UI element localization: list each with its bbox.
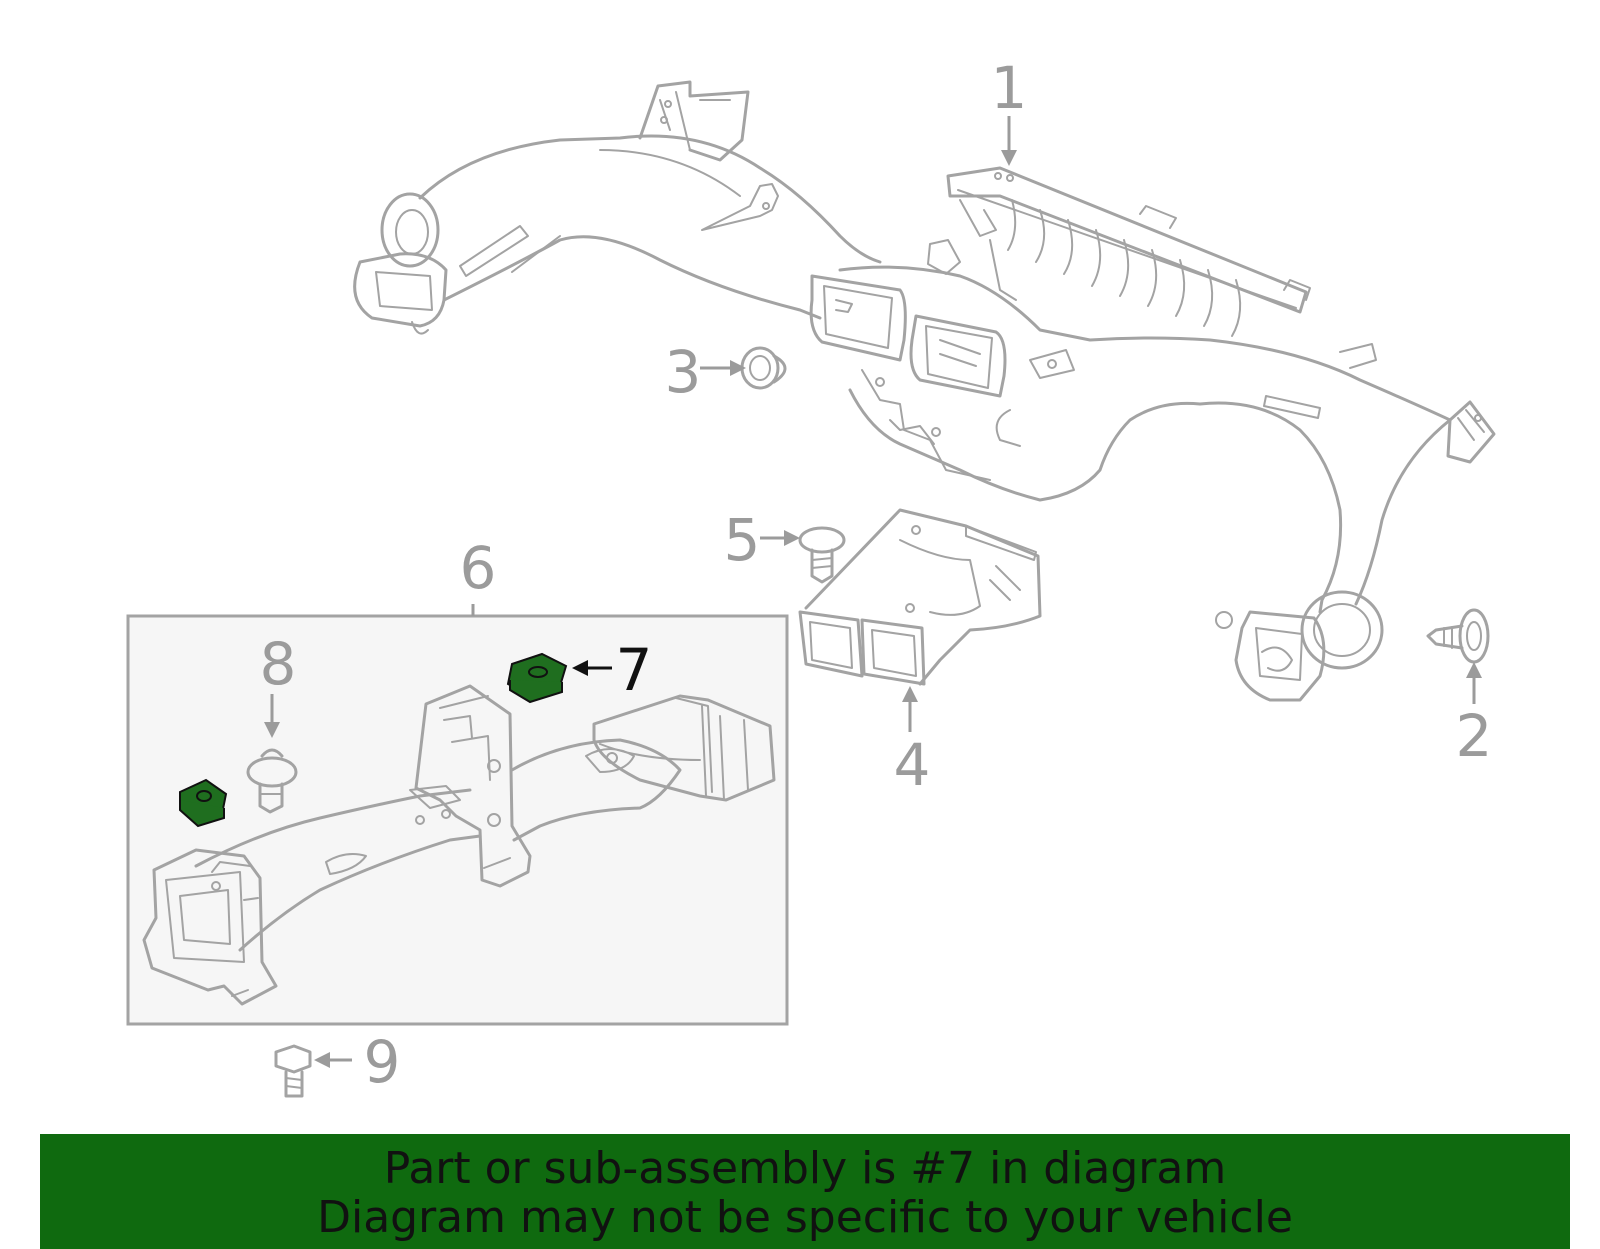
part-2-screw bbox=[1426, 608, 1490, 664]
part-6-floor-duct bbox=[142, 684, 776, 1006]
callout-1-label: 1 bbox=[991, 54, 1028, 122]
part-3-clip bbox=[740, 346, 787, 390]
callout-8: 8 bbox=[260, 630, 297, 738]
banner-line-part: Part or sub-assembly is #7 in diagram bbox=[383, 1143, 1227, 1194]
upper-duct-assembly bbox=[353, 80, 1496, 702]
callout-6-label: 6 bbox=[460, 534, 497, 602]
callout-5-label: 5 bbox=[724, 506, 761, 574]
part-5-push-pin bbox=[798, 526, 846, 584]
banner-line-disclaimer: Diagram may not be specific to your vehi… bbox=[317, 1192, 1293, 1243]
callout-7-label: 7 bbox=[616, 636, 653, 704]
callout-2-label: 2 bbox=[1456, 702, 1493, 770]
callout-1: 1 bbox=[991, 54, 1028, 166]
callout-9-label: 9 bbox=[364, 1028, 401, 1096]
callout-7: 7 bbox=[572, 636, 652, 704]
callout-3: 3 bbox=[665, 338, 746, 406]
callout-4-label: 4 bbox=[894, 731, 931, 799]
callout-9: 9 bbox=[314, 1028, 400, 1096]
callout-2: 2 bbox=[1456, 662, 1493, 770]
part-9-bolt bbox=[274, 1044, 312, 1098]
callout-4: 4 bbox=[894, 686, 931, 799]
callout-8-label: 8 bbox=[260, 630, 297, 698]
callout-3-label: 3 bbox=[665, 338, 702, 406]
callout-6: 6 bbox=[460, 534, 497, 602]
part-7-clip-lower bbox=[179, 778, 228, 828]
part-7-clip-upper bbox=[506, 652, 568, 704]
part-8-clip bbox=[246, 748, 298, 814]
subassembly-box bbox=[126, 614, 789, 1026]
callout-5: 5 bbox=[724, 506, 800, 574]
part-4-lower-duct bbox=[798, 508, 1042, 686]
info-banner: Part or sub-assembly is #7 in diagram Di… bbox=[40, 1134, 1570, 1249]
